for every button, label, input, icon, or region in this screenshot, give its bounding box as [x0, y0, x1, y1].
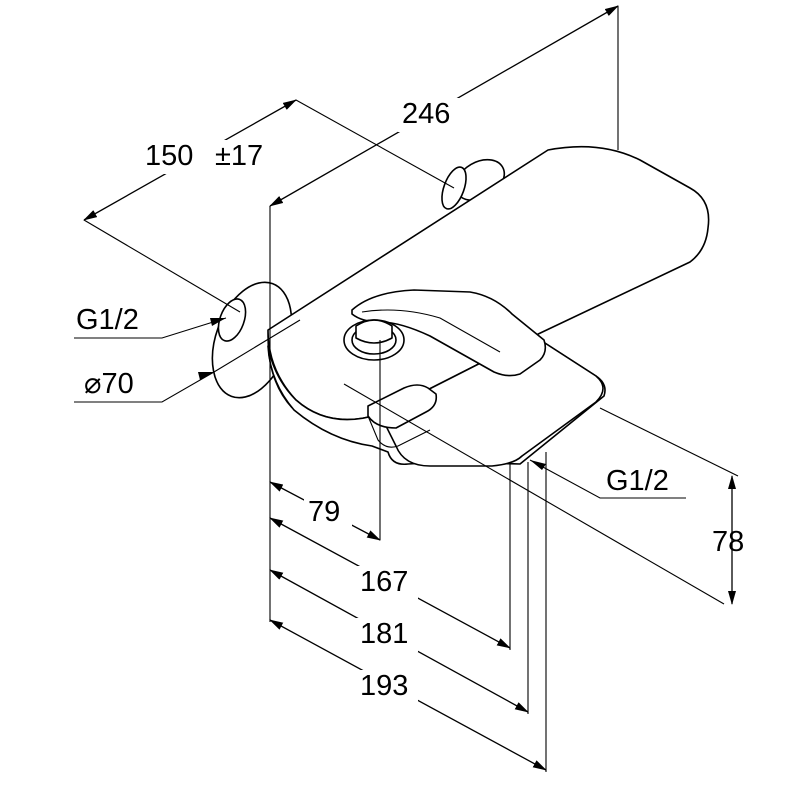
label-diameter: ⌀70: [84, 368, 134, 400]
outlet-edge: [367, 415, 431, 448]
ext-line-150-left: [83, 219, 241, 313]
label-thread-right: G1/2: [606, 465, 669, 497]
leader-g12-right: [529, 459, 686, 499]
dim-label-79: 79: [308, 496, 341, 528]
ext-line-78-top: [599, 407, 739, 477]
dim-label-167: 167: [360, 566, 409, 598]
spout-outlet: [367, 384, 438, 429]
dim-label-78: 78: [712, 526, 745, 558]
lever-crease: [361, 309, 501, 353]
ext-line-78-bottom: [343, 383, 725, 605]
label-backgrounds: [140, 98, 460, 704]
leader-arrow-g12-left: [210, 318, 226, 326]
leader-arrow-d70: [198, 372, 214, 380]
inlet-nut: [217, 298, 247, 342]
dim-label-181: 181: [360, 618, 409, 650]
dim-label-150: 150: [145, 140, 194, 172]
label-thread-left: G1/2: [76, 304, 139, 336]
leader-g12-left: [74, 317, 227, 339]
dim-label-246: 246: [402, 98, 451, 130]
leader-d70: [74, 371, 215, 403]
leader-arrow-g12-right: [530, 460, 546, 470]
dimension-lines: [74, 5, 739, 772]
d70-ext: [213, 319, 301, 373]
dim-label-193: 193: [360, 670, 409, 702]
diverter-knob: [355, 319, 393, 344]
faucet-body: [211, 145, 710, 467]
spout: [379, 335, 604, 467]
dim-label-tolerance: ±17: [215, 140, 264, 172]
